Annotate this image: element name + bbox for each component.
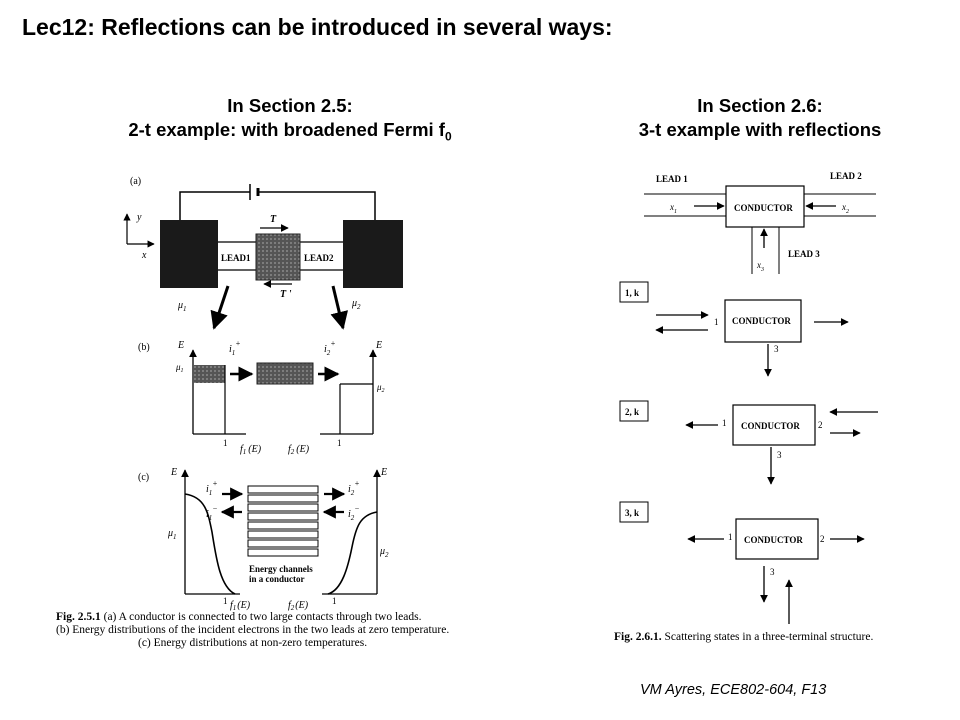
- fig-2-5-1-caption: Fig. 2.5.1 (a) A conductor is connected …: [56, 611, 496, 650]
- c-right-one: 1: [332, 596, 337, 606]
- state3-conductor-label: CONDUCTOR: [744, 535, 803, 545]
- c-i2-plus-label: i2+: [348, 479, 360, 497]
- left-heading: In Section 2.5: 2-t example: with broade…: [30, 94, 550, 149]
- b-mu2-label: μ2: [376, 382, 385, 394]
- top-conductor-label: CONDUCTOR: [734, 203, 793, 213]
- state1-box: [619, 281, 649, 303]
- panel-b-label: (b): [138, 342, 150, 353]
- right-heading-line1: In Section 2.6:: [697, 95, 823, 116]
- c-i1-minus-label: i1−: [206, 504, 218, 522]
- conductor-block: [255, 233, 301, 281]
- c-i1-plus-label: i1+: [206, 479, 218, 497]
- b-right-E-label: E: [375, 340, 382, 351]
- b-i2-label: i2+: [324, 339, 336, 357]
- x2-label: x2: [841, 202, 849, 215]
- left-heading-subscript: 0: [444, 129, 452, 144]
- c-i2-minus-label: i2−: [348, 504, 360, 522]
- state3-terminal3: 3: [770, 567, 775, 577]
- right-heading-line2: 3-t example with reflections: [638, 119, 882, 140]
- state3-box: [619, 501, 649, 523]
- c-right-fermi-curve: [327, 511, 378, 595]
- channels-label-line2: in a conductor: [249, 574, 305, 584]
- b-left-E-label: E: [177, 340, 184, 351]
- contact-right: [343, 220, 403, 288]
- fig-2-6-1-caption: Fig. 2.6.1. Scattering states in a three…: [614, 631, 914, 644]
- state2-conductor-box: [732, 404, 816, 446]
- state3-label: 3, k: [625, 508, 639, 518]
- c-left-one: 1: [223, 596, 228, 606]
- state3-terminal1: 1: [728, 532, 733, 542]
- slide-title: Lec12: Reflections can be introduced in …: [22, 14, 613, 40]
- caption-line-c: (c) Energy distributions at non-zero tem…: [138, 637, 368, 649]
- c-mu2-label: μ2: [379, 546, 389, 559]
- c-f2E-label: f2(E): [288, 600, 309, 612]
- left-heading-line2: 2-t example: with broadened Fermi f0: [30, 118, 550, 149]
- left-heading-text: 2-t example: with broadened Fermi f: [128, 119, 445, 140]
- x3-label: x3: [756, 260, 764, 273]
- state2-terminal3: 3: [777, 450, 782, 460]
- down-arrow-right: [330, 285, 349, 330]
- state2-conductor-label: CONDUCTOR: [741, 421, 800, 431]
- top-conductor-box: [725, 185, 805, 228]
- y-axis-label: y: [136, 212, 142, 223]
- state3-terminal2: 2: [820, 534, 825, 544]
- figure-2-5-1: (a) LEAD1 LEAD2 T T ' y x μ1 μ2 (b) E μ1…: [123, 176, 403, 612]
- mu2-label: μ2: [351, 298, 361, 311]
- x1-label: x1: [669, 202, 677, 215]
- c-left-E-label: E: [170, 467, 177, 478]
- battery-wire: [179, 191, 376, 220]
- b-f2E-label: f2(E): [288, 444, 310, 456]
- state2-terminal1: 1: [722, 418, 727, 428]
- state1-terminal3: 3: [774, 344, 779, 354]
- state2-label: 2, k: [625, 407, 639, 417]
- x-axis-label: x: [141, 250, 147, 261]
- mu1-label: μ1: [177, 300, 187, 313]
- state3-conductor-box: [735, 518, 819, 560]
- state1-conductor-box: [724, 299, 802, 343]
- footer-credit: VM Ayres, ECE802-604, F13: [640, 682, 827, 698]
- contact-left: [160, 220, 218, 288]
- panel-c-label: (c): [138, 472, 149, 483]
- b-right-one: 1: [337, 438, 342, 448]
- c-mu1-label: μ1: [167, 528, 177, 541]
- b-i1-label: i1+: [229, 339, 241, 357]
- lead1-label: LEAD 1: [656, 174, 688, 184]
- fig-2-6-1-caption-text: Scattering states in a three-terminal st…: [661, 631, 874, 643]
- state1-conductor-label: CONDUCTOR: [732, 316, 791, 326]
- state2-terminal2: 2: [818, 420, 823, 430]
- T-label: T: [270, 214, 277, 225]
- panel-a-label: (a): [130, 176, 141, 187]
- right-heading: In Section 2.6: 3-t example with reflect…: [580, 94, 940, 142]
- caption-bold-label: Fig. 2.5.1: [56, 611, 101, 623]
- b-mu1-label: μ1: [175, 362, 184, 374]
- channels-label-line1: Energy channels: [249, 564, 313, 574]
- T-prime-label: T ': [280, 289, 292, 300]
- lead2-label: LEAD2: [304, 253, 334, 263]
- caption-line-b: (b) Energy distributions of the incident…: [56, 624, 450, 636]
- left-heading-line1: In Section 2.5:: [227, 95, 353, 116]
- c-right-E-label: E: [380, 467, 387, 478]
- b-f1E-label: f1(E): [240, 444, 262, 456]
- b-left-one: 1: [223, 438, 228, 448]
- caption-line-a: Fig. 2.5.1 (a) A conductor is connected …: [56, 611, 496, 624]
- fig-2-6-1-caption-bold: Fig. 2.6.1.: [614, 631, 662, 643]
- lead3-label: LEAD 3: [788, 249, 820, 259]
- down-arrow-left: [210, 285, 230, 330]
- energy-channels: [247, 485, 319, 557]
- lead1-label: LEAD1: [221, 253, 251, 263]
- b-left-occupied-band: [193, 365, 225, 383]
- c-left-fermi-curve: [184, 493, 236, 595]
- state1-label: 1, k: [625, 288, 639, 298]
- state2-box: [619, 400, 649, 422]
- b-conductor-band: [256, 362, 314, 385]
- figure-2-6-1: CONDUCTOR LEAD 1 LEAD 2 LEAD 3 x1 x2 x3 …: [619, 171, 878, 624]
- c-f1E-label: f1(E): [230, 600, 251, 612]
- caption-text-a: (a) A conductor is connected to two larg…: [100, 611, 422, 623]
- lead2-label: LEAD 2: [830, 171, 862, 181]
- state1-terminal1: 1: [714, 317, 719, 327]
